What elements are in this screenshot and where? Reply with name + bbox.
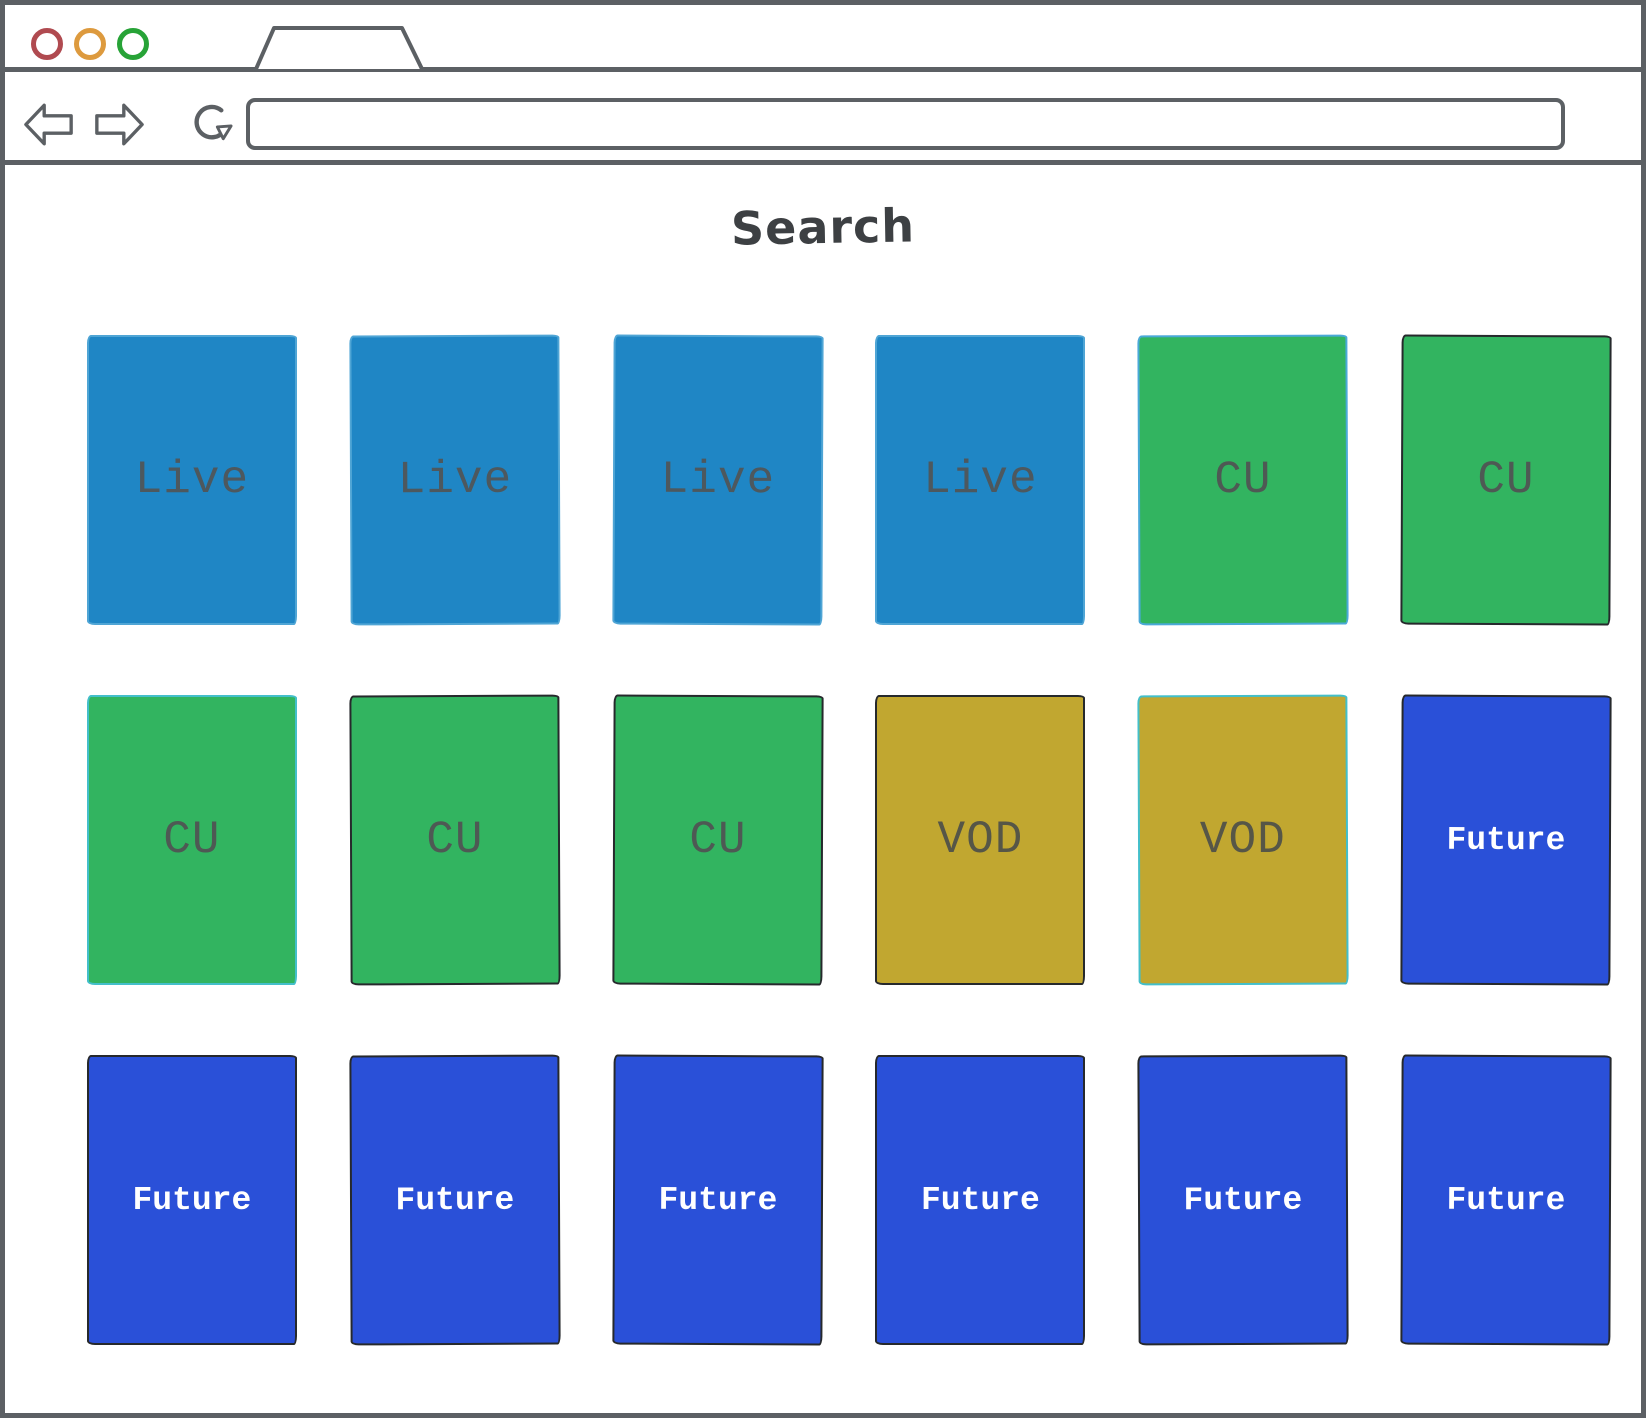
browser-tab[interactable] — [253, 25, 425, 69]
card-live[interactable]: Live — [87, 335, 297, 625]
card-label: Future — [132, 1181, 252, 1219]
maximize-window-button[interactable] — [117, 28, 149, 60]
card-future[interactable]: Future — [1137, 1054, 1349, 1346]
card-label: CU — [1477, 453, 1535, 507]
card-label: Future — [920, 1181, 1040, 1219]
card-label: CU — [163, 814, 221, 866]
card-cu[interactable]: CU — [1137, 334, 1349, 626]
card-cu[interactable]: CU — [349, 694, 561, 986]
card-label: Future — [1446, 1181, 1566, 1219]
card-cu[interactable]: CU — [87, 695, 297, 985]
card-label: Future — [1446, 821, 1566, 859]
card-label: CU — [1214, 453, 1272, 507]
card-future[interactable]: Future — [875, 1055, 1086, 1345]
card-label: Future — [658, 1181, 778, 1219]
card-live[interactable]: Live — [875, 335, 1086, 625]
card-label: Future — [1183, 1181, 1303, 1219]
card-cu[interactable]: CU — [612, 694, 824, 986]
card-label: VOD — [1200, 813, 1287, 867]
card-label: Live — [134, 454, 250, 506]
card-live[interactable]: Live — [349, 334, 561, 626]
card-label: Future — [395, 1181, 515, 1219]
card-future[interactable]: Future — [612, 1054, 824, 1346]
card-live[interactable]: Live — [612, 334, 824, 626]
page-content: Search Live Live Live Live CU CU CU CU C… — [5, 195, 1641, 1346]
back-icon[interactable] — [23, 102, 75, 147]
window-controls — [31, 28, 149, 60]
page-title: Search — [730, 198, 916, 256]
forward-icon[interactable] — [93, 102, 145, 147]
browser-titlebar — [5, 5, 1641, 72]
card-future[interactable]: Future — [1400, 1054, 1612, 1346]
card-label: VOD — [937, 814, 1024, 866]
card-vod[interactable]: VOD — [1137, 694, 1349, 986]
card-label: CU — [426, 813, 484, 867]
minimize-window-button[interactable] — [74, 28, 106, 60]
card-future[interactable]: Future — [87, 1055, 297, 1345]
card-future[interactable]: Future — [1400, 694, 1612, 986]
card-label: Live — [923, 454, 1038, 506]
close-window-button[interactable] — [31, 28, 63, 60]
browser-toolbar — [5, 72, 1641, 165]
card-vod[interactable]: VOD — [875, 695, 1086, 985]
results-grid: Live Live Live Live CU CU CU CU CU VOD V… — [5, 334, 1641, 1346]
card-cu[interactable]: CU — [1400, 334, 1612, 626]
reload-icon[interactable] — [189, 98, 234, 150]
card-label: CU — [688, 813, 747, 867]
address-bar-input[interactable] — [246, 98, 1565, 150]
card-future[interactable]: Future — [349, 1054, 561, 1346]
card-label: Live — [397, 453, 513, 507]
card-label: Live — [660, 453, 775, 507]
